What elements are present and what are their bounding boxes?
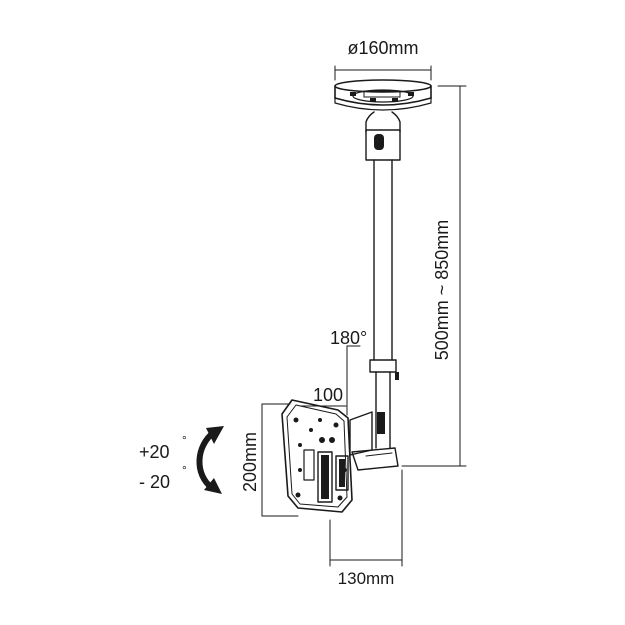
diameter-dimension [334, 65, 432, 81]
lower-pole [349, 371, 399, 471]
vesa-plate [281, 399, 353, 513]
tilt-down-degree: ° [182, 463, 187, 477]
tilt-up-degree: ° [182, 433, 187, 447]
vesa-height-label: 200mm [240, 432, 260, 492]
depth-dimension [329, 469, 403, 567]
depth-label: 130mm [338, 569, 395, 588]
height-dimension [401, 85, 467, 467]
vesa-height-dimension [261, 403, 299, 517]
plate-diameter-label: ø160mm [347, 38, 418, 58]
ceiling-plate [334, 79, 432, 111]
rotation-dimension [346, 345, 361, 416]
upper-pole [365, 111, 401, 380]
vesa-width-label: 100 [313, 385, 343, 405]
tilt-arrow-icon [196, 426, 224, 494]
rotation-label: 180° [330, 328, 367, 348]
tilt-up-label: +20 [139, 442, 170, 462]
height-range-label: 500mm ~ 850mm [432, 220, 452, 361]
tilt-down-label: - 20 [139, 472, 170, 492]
